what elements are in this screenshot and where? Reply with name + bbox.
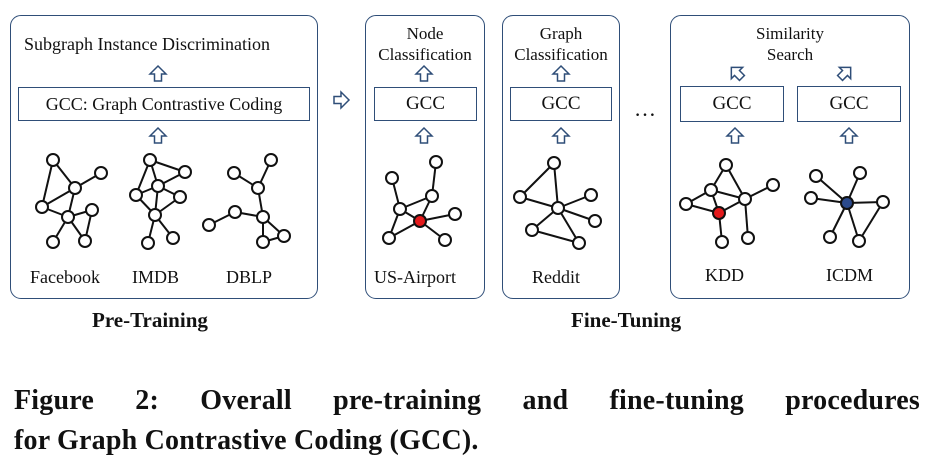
dataset-kdd: KDD	[705, 265, 744, 285]
pretraining-panel	[10, 15, 318, 299]
imdb-graph	[129, 153, 192, 250]
figure-caption: Figure 2: Overall pre-training and fine-…	[14, 381, 920, 461]
gcc-box-icdm: GCC	[797, 86, 901, 122]
query-node-red	[413, 214, 427, 228]
gcc-label-graph: GCC	[541, 93, 581, 114]
more-tasks-ellipsis: …	[634, 96, 656, 121]
arrow-right-icon	[333, 90, 351, 110]
arrow-up-icon	[149, 127, 167, 144]
similarity-search-line1: Similarity	[756, 24, 824, 43]
graph-classification-title: Graph Classification	[502, 23, 620, 65]
dataset-icdm: ICDM	[826, 265, 874, 285]
graph-classification-line2: Classification	[514, 45, 608, 64]
arrow-up-icon	[415, 127, 433, 144]
similarity-search-line2: Search	[766, 45, 814, 64]
dataset-facebook: Facebook	[30, 267, 100, 287]
node-classification-line1: Node	[406, 24, 444, 43]
graph-classification-panel	[502, 15, 620, 299]
dblp-graph	[202, 153, 291, 249]
gcc-box-graph: GCC	[510, 87, 612, 121]
similarity-search-panel	[670, 15, 910, 299]
reddit-graph	[513, 156, 602, 250]
arrow-up-icon	[415, 65, 433, 82]
arrow-diagonal-left-icon	[730, 66, 746, 82]
pretraining-label: Pre-Training	[92, 308, 208, 332]
dataset-us-airport: US-Airport	[374, 267, 456, 287]
dataset-reddit: Reddit	[532, 267, 580, 287]
gcc-main-label: GCC: Graph Contrastive Coding	[45, 93, 283, 114]
arrow-up-icon	[840, 127, 858, 144]
pretraining-task-title: Subgraph Instance Discrimination	[24, 34, 270, 54]
similarity-search-title: Similarity Search	[670, 23, 910, 65]
arrow-diagonal-right-icon	[836, 66, 852, 82]
gcc-main-box: GCC: Graph Contrastive Coding	[18, 87, 310, 121]
graph-classification-line1: Graph	[539, 24, 583, 43]
node-classification-panel	[365, 15, 485, 299]
query-node-blue	[840, 196, 854, 210]
node-classification-line2: Classification	[378, 45, 472, 64]
node-classification-title: Node Classification	[365, 23, 485, 65]
gcc-label-node: GCC	[405, 93, 446, 114]
arrow-up-icon	[149, 65, 167, 82]
arrow-up-icon	[552, 65, 570, 82]
facebook-graph	[35, 153, 108, 249]
caption-line1: Figure 2: Overall pre-training and fine-…	[14, 385, 920, 416]
caption-line2: for Graph Contrastive Coding (GCC).	[14, 425, 479, 456]
query-node-red	[712, 206, 726, 220]
icdm-graph	[804, 166, 890, 248]
gcc-label-icdm: GCC	[829, 93, 869, 114]
kdd-graph	[679, 158, 780, 249]
us-airport-graph	[382, 155, 462, 247]
gcc-label-kdd: GCC	[712, 93, 752, 114]
dataset-dblp: DBLP	[226, 267, 273, 287]
finetuning-label: Fine-Tuning	[571, 308, 682, 332]
arrow-up-icon	[726, 127, 744, 144]
dataset-imdb: IMDB	[132, 267, 180, 287]
gcc-box-kdd: GCC	[680, 86, 784, 122]
gcc-box-node: GCC	[374, 87, 477, 121]
arrow-up-icon	[552, 127, 570, 144]
